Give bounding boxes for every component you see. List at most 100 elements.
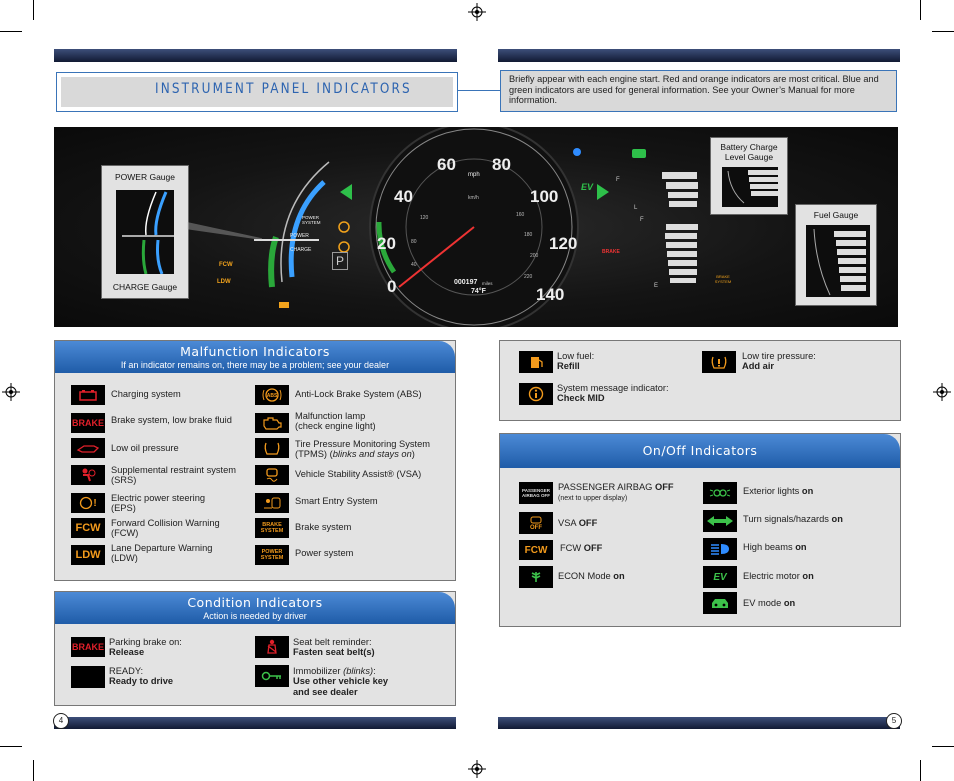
registration-mark-icon (933, 383, 951, 401)
ldw-icon: LDW (71, 545, 105, 565)
charge-gauge-label: CHARGE Gauge (112, 282, 178, 292)
charge-label: CHARGE (290, 247, 312, 253)
turn-signal-icon (703, 510, 737, 532)
header-bar-right (498, 49, 900, 62)
info-panel: Low fuel:Refill System message indicator… (499, 340, 901, 421)
mph-tick: 120 (549, 234, 578, 253)
onoff-label: FCW OFF (560, 543, 603, 553)
brake-system-icon: BRAKE SYSTEM (255, 518, 289, 538)
fcw-dash-label: FCW (219, 262, 233, 268)
kmh-tick: 40 (411, 262, 417, 268)
crop-mark (920, 0, 921, 20)
kmh-tick: 200 (530, 253, 539, 259)
condition-label: Immobilizer (blinks):Use other vehicle k… (293, 666, 389, 697)
fcw-icon: FCW (71, 518, 105, 538)
footer-bar-right (498, 717, 900, 729)
ev-mode-icon (703, 592, 737, 614)
mph-tick: 0 (387, 277, 397, 296)
crop-mark (932, 31, 954, 32)
intro-text: Briefly appear with each engine start. R… (500, 70, 897, 112)
onoff-label: EV mode on (743, 598, 796, 608)
fuel-gauge-label: Fuel Gauge (813, 210, 859, 220)
ev-label: EV (581, 182, 594, 192)
crop-mark (920, 760, 921, 781)
immobilizer-icon (255, 665, 289, 687)
registration-mark-icon (468, 3, 486, 21)
condition-subtitle: Action is needed by driver (203, 611, 307, 621)
kmh-tick: 80 (411, 239, 417, 245)
abs-icon: ABS (255, 385, 289, 405)
mph-tick: 60 (437, 155, 456, 174)
electric-motor-icon: EV (703, 566, 737, 588)
crop-mark (33, 0, 34, 20)
mph-tick: 40 (394, 187, 413, 206)
fuel-gauge-zoom (806, 225, 870, 297)
smart-entry-icon (255, 493, 289, 513)
malfunction-label: Vehicle Stability Assist® (VSA) (295, 469, 422, 479)
srs-airbag-icon (71, 465, 105, 485)
exterior-lights-icon (703, 482, 737, 504)
malfunction-subtitle: If an indicator remains on, there may be… (120, 360, 390, 370)
info-label: System message indicator:Check MID (557, 383, 669, 404)
fcw-off-icon: FCW (519, 540, 553, 560)
low-fuel-icon (519, 351, 553, 373)
svg-text:ABS: ABS (267, 393, 278, 399)
kmh-tick: 180 (524, 232, 533, 238)
page-number-left: 4 (53, 713, 69, 729)
registration-mark-icon (468, 760, 486, 778)
battery-mark-l: L (634, 205, 638, 211)
malfunction-label: Forward Collision Warning (FCW) (111, 518, 220, 539)
seat-belt-icon (255, 636, 289, 658)
econ-mode-icon (519, 566, 553, 588)
malfunction-label: Brake system (295, 522, 352, 532)
speed-unit: mph (468, 172, 480, 178)
malfunction-label: Brake system, low brake fluid (111, 415, 232, 425)
page-number-right: 5 (886, 713, 902, 729)
power-system-icon: POWER SYSTEM (255, 545, 289, 565)
fuel-mark-e: E (654, 283, 659, 289)
malfunction-header: Malfunction Indicators If an indicator r… (55, 341, 455, 373)
power-charge-callout: POWER Gauge CHARGE Gauge (101, 165, 189, 299)
power-gauge-label: POWER Gauge (115, 172, 175, 182)
malfunction-label: Anti-Lock Brake System (ABS) (295, 389, 422, 399)
parking-brake-icon: BRAKE (71, 637, 105, 657)
onoff-label: Exterior lights on (743, 486, 814, 496)
power-gauge-zoom (116, 190, 174, 274)
onoff-label: Electric motor on (743, 571, 814, 581)
page-title: INSTRUMENT PANEL INDICATORS (155, 81, 412, 97)
onoff-label: Turn signals/hazards on (743, 514, 843, 524)
brake-system-dash-label: BRAKE SYSTEM (714, 274, 732, 284)
temperature: 74°F (471, 288, 486, 295)
instrument-panel-image: POWER SYSTEM POWER CHARGE FCW LDW P EV B… (54, 127, 898, 327)
mph-tick: 80 (492, 155, 511, 174)
header-bar-left (54, 49, 457, 62)
vsa-icon (255, 465, 289, 485)
footer-bar-left (54, 717, 456, 729)
kmh-unit: km/h (468, 195, 479, 201)
onoff-label: PASSENGER AIRBAG OFF(next to upper displ… (558, 482, 674, 503)
mph-tick: 140 (536, 285, 565, 304)
condition-label: Parking brake on:Release (109, 637, 182, 658)
onoff-label: VSA OFF (558, 518, 598, 528)
registration-mark-icon (2, 383, 20, 401)
charging-system-icon (71, 385, 105, 405)
brake-icon: BRAKE (71, 413, 105, 433)
odometer-unit: miles (482, 281, 493, 286)
battery-callout: Battery Charge Level Gauge (710, 137, 788, 215)
kmh-tick: 120 (420, 215, 429, 221)
oil-pressure-icon (71, 438, 105, 458)
onoff-title: On/Off Indicators (642, 443, 758, 458)
power-label: POWER (290, 233, 309, 239)
battery-gauge-label: Battery Charge Level Gauge (720, 142, 778, 162)
mph-tick: 20 (377, 234, 396, 253)
passenger-airbag-off-icon: PASSENGER AIRBAG OFF (519, 482, 553, 504)
title-connector (457, 90, 500, 91)
ready-icon (71, 666, 105, 688)
condition-header: Condition Indicators Action is needed by… (55, 592, 455, 624)
power-system-label: POWER SYSTEM (302, 215, 321, 225)
battery-mark-f: F (616, 177, 620, 183)
condition-label: Seat belt reminder:Fasten seat belt(s) (293, 637, 375, 658)
onoff-label: ECON Mode on (558, 571, 625, 581)
malfunction-panel: Malfunction Indicators If an indicator r… (54, 340, 456, 581)
ldw-dash-label: LDW (217, 279, 231, 285)
